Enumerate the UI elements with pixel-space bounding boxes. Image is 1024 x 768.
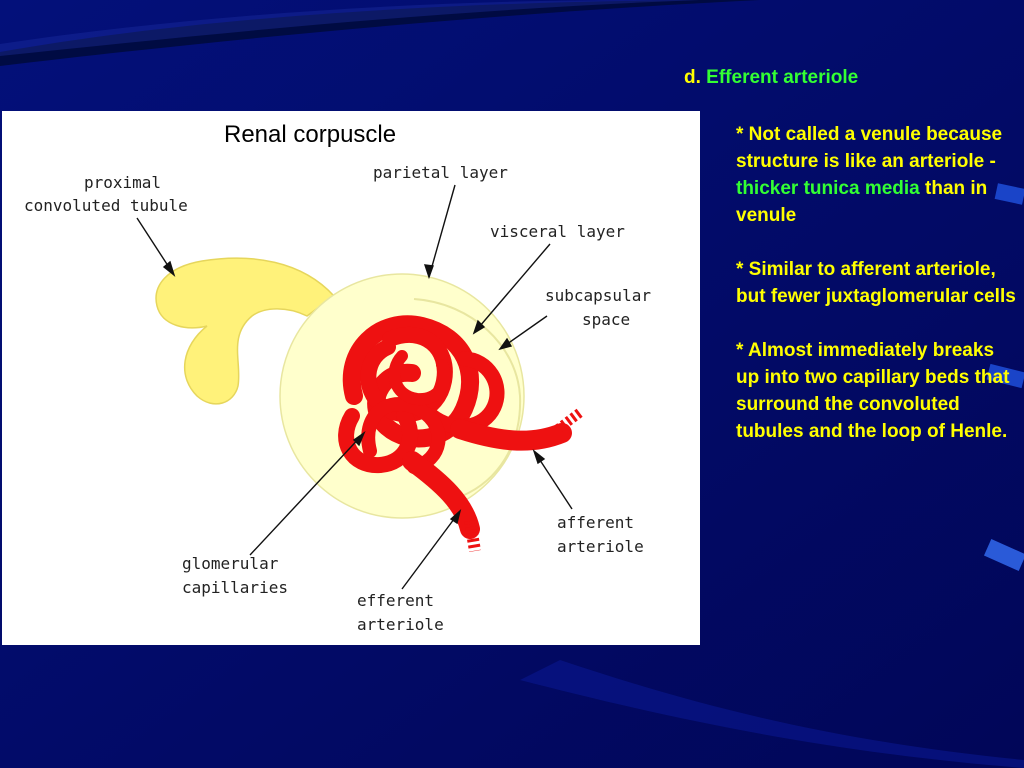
label-glomerular-line1: glomerular [182, 554, 279, 573]
efferent-arteriole-tip [464, 520, 481, 552]
afferent-arteriole-tip [555, 407, 585, 433]
arrowhead-parietal [423, 264, 434, 280]
label-visceral-layer: visceral layer [490, 222, 625, 241]
note-1: * Not called a venule because structure … [736, 121, 1016, 229]
note-1-after: than in venule [736, 178, 988, 226]
afferent-arteriole-vessel [450, 419, 572, 451]
leader-lines [136, 184, 573, 590]
bar-2 [986, 363, 1024, 389]
note-1-before: * Not called a venule because structure … [736, 124, 1003, 172]
swoosh-bottom [520, 660, 1024, 768]
glomerular-tuft [338, 315, 505, 474]
leader-glomerular [249, 432, 365, 556]
leader-efferent [401, 510, 461, 590]
swoosh-top-light [0, 0, 700, 56]
capillary-loop-6 [388, 350, 451, 406]
leader-parietal [428, 184, 456, 278]
label-proximal-line1: proximal [84, 173, 161, 192]
note-2: * Similar to afferent arteriole, but few… [736, 259, 1016, 307]
label-parietal-layer: parietal layer [373, 163, 508, 182]
figure-title: Renal corpuscle [224, 121, 396, 148]
capillary-loop-5 [361, 397, 446, 474]
efferent-arteriole-vessel [402, 451, 480, 539]
proximal-convoluted-tubule [155, 257, 336, 405]
label-afferent-line2: arteriole [557, 537, 644, 556]
label-efferent-line2: arteriole [357, 615, 444, 634]
arrowhead-efferent [449, 508, 462, 525]
renal-corpuscle-figure: Renal corpuscle [2, 111, 700, 645]
note-1-highlight: thicker tunica media [736, 178, 920, 199]
slide-heading: d. Efferent arteriole [684, 67, 858, 89]
slide-notes: * Not called a venule because structure … [736, 121, 1016, 472]
bar-3 [983, 539, 1024, 571]
arrowhead-subcapsular [498, 337, 513, 351]
label-efferent-line1: efferent [357, 591, 434, 610]
renal-corpuscle-diagram: Renal corpuscle [24, 121, 651, 634]
bar-1 [994, 183, 1024, 205]
swoosh-top [0, 0, 760, 66]
subcapsular-space [413, 298, 522, 497]
label-proximal-line2: convoluted tubule [24, 196, 188, 215]
note-3: * Almost immediately breaks up into two … [736, 340, 1010, 442]
label-subcapsular-line2: space [582, 310, 630, 329]
heading-title: Efferent arteriole [706, 67, 859, 88]
arrowhead-proximal [162, 260, 176, 277]
arrowhead-glomerular [352, 431, 366, 447]
arrowhead-visceral [472, 319, 486, 335]
label-glomerular-line2: capillaries [182, 578, 288, 597]
capillary-loop-3 [338, 407, 419, 474]
leader-visceral [473, 243, 551, 334]
label-subcapsular-line1: subcapsular [545, 286, 651, 305]
arrowhead-afferent [532, 448, 546, 465]
heading-prefix: d. [684, 67, 701, 88]
label-afferent-line1: afferent [557, 513, 634, 532]
